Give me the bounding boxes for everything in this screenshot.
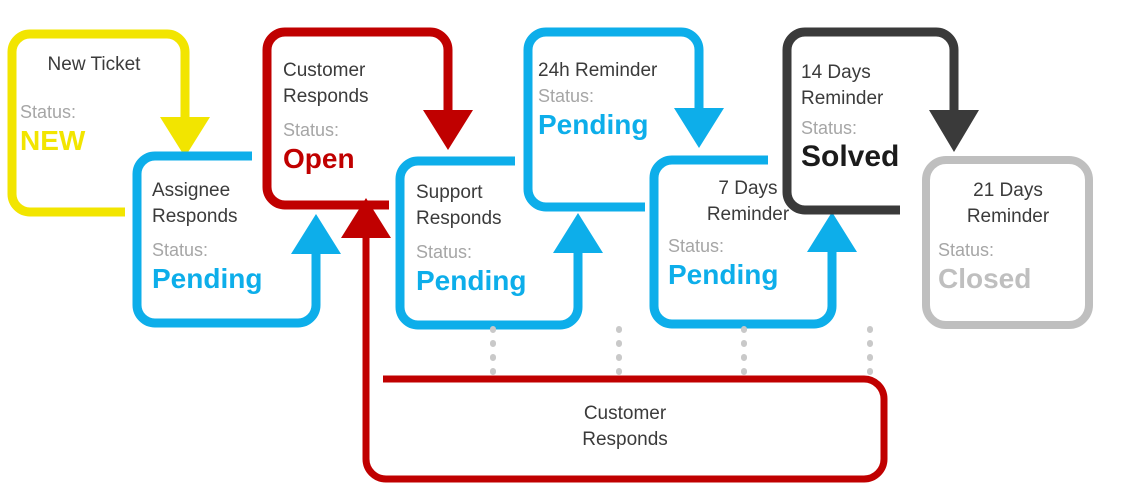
reminder-7-days-box-outline bbox=[649, 155, 837, 329]
node-reminder-7-days-title: 7 Days Reminder bbox=[706, 178, 790, 225]
node-reminder-14-days-title: 14 Days Reminder bbox=[801, 62, 884, 109]
node-customer-responds-open-status-value: Open bbox=[283, 143, 355, 174]
support-to-24h-arrowhead bbox=[553, 213, 603, 253]
open-to-support-arrowhead bbox=[423, 110, 473, 150]
customer-responds-loop-outline bbox=[362, 237, 888, 483]
reminder-24h-to-7days-arrowhead bbox=[674, 108, 724, 148]
node-reminder-21-days-status-value: Closed bbox=[938, 263, 1032, 294]
node-customer-responds-loop-title: Customer Responds bbox=[582, 403, 668, 450]
node-reminder-7-days-status-value: Pending bbox=[668, 259, 779, 290]
node-reminder-24h-title: 24h Reminder bbox=[538, 60, 658, 81]
reminder-7-days-to-14-days-arrowhead bbox=[807, 212, 857, 252]
support-responds-box-outline bbox=[395, 156, 583, 330]
reminder-21-days-box-outline bbox=[922, 156, 1093, 329]
node-reminder-14-days-status-label: Status: bbox=[801, 118, 858, 138]
node-reminder-21-days-status-label: Status: bbox=[938, 240, 995, 260]
node-customer-responds-open-title: Customer Responds bbox=[283, 60, 369, 107]
node-reminder-24h-status-label: Status: bbox=[538, 86, 595, 106]
node-assignee-responds-title: Assignee Responds bbox=[152, 180, 238, 227]
assignee-responds-box-outline bbox=[132, 151, 321, 328]
node-new-ticket-title: New Ticket bbox=[47, 54, 141, 75]
node-reminder-21-days-title: 21 Days Reminder bbox=[966, 180, 1050, 227]
node-reminder-21-days[interactable]: 21 Days Reminder Status: Closed bbox=[938, 178, 1078, 296]
new-ticket-to-assignee-arrowhead bbox=[160, 117, 210, 157]
node-new-ticket-status-value: NEW bbox=[20, 125, 86, 156]
node-reminder-7-days-status-label: Status: bbox=[668, 236, 725, 256]
node-reminder-24h[interactable]: 24h Reminder Status: Pending bbox=[538, 58, 718, 142]
new-ticket-box-outline bbox=[7, 29, 190, 217]
reminder-24h-box-outline bbox=[523, 27, 704, 212]
node-new-ticket[interactable]: New Ticket Status: NEW bbox=[14, 52, 174, 158]
node-reminder-7-days[interactable]: 7 Days Reminder Status: Pending bbox=[668, 176, 828, 292]
customer-responds-open-box-outline bbox=[262, 27, 453, 210]
node-new-ticket-status-label: Status: bbox=[20, 102, 77, 122]
node-assignee-responds-status-value: Pending bbox=[152, 263, 263, 294]
node-reminder-14-days-status-value: Solved bbox=[801, 140, 900, 173]
node-customer-responds-open-status-label: Status: bbox=[283, 120, 340, 140]
node-reminder-14-days[interactable]: 14 Days Reminder Status: Solved bbox=[801, 60, 961, 174]
reminder-14-days-to-21-days-arrowhead bbox=[929, 110, 979, 152]
node-support-responds[interactable]: Support Responds Status: Pending bbox=[416, 180, 581, 298]
node-customer-responds-open[interactable]: Customer Responds Status: Open bbox=[283, 58, 443, 176]
node-reminder-24h-status-value: Pending bbox=[538, 109, 649, 140]
node-support-responds-status-value: Pending bbox=[416, 265, 527, 296]
node-assignee-responds[interactable]: Assignee Responds Status: Pending bbox=[152, 178, 317, 296]
node-assignee-responds-status-label: Status: bbox=[152, 240, 209, 260]
reminder-14-days-box-outline bbox=[782, 27, 959, 215]
assignee-to-open-arrowhead bbox=[291, 214, 341, 254]
node-support-responds-status-label: Status: bbox=[416, 242, 473, 262]
customer-responds-loop-arrowhead bbox=[341, 198, 391, 238]
node-support-responds-title: Support Responds bbox=[416, 182, 502, 229]
node-customer-responds-loop[interactable]: Customer Responds bbox=[370, 401, 880, 453]
